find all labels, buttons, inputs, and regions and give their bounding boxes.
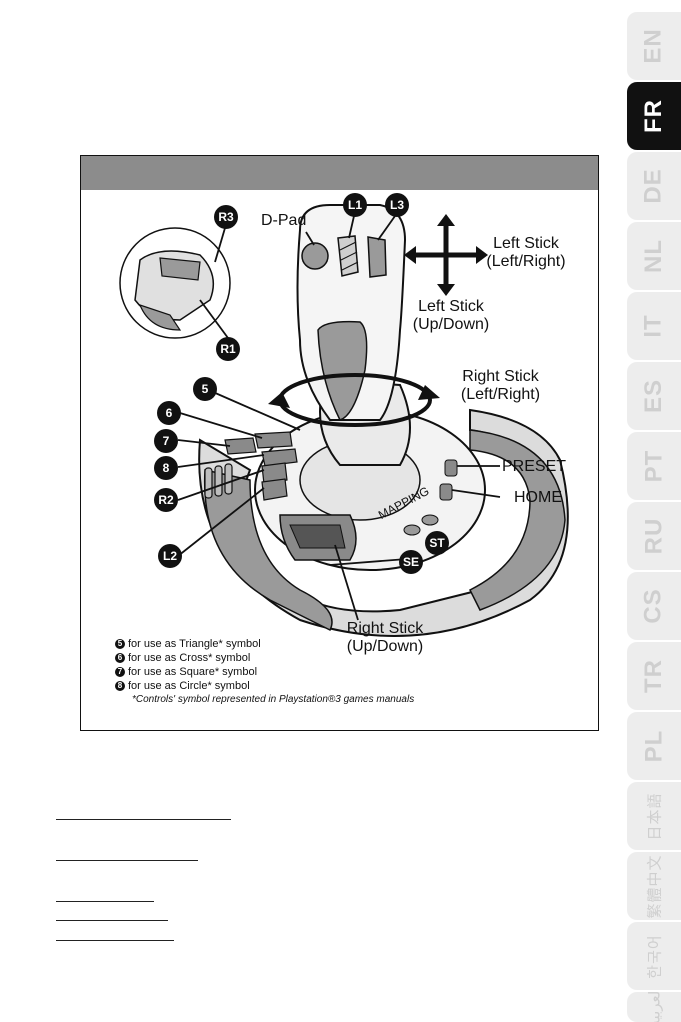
label-dpad: D-Pad <box>261 212 307 229</box>
legend-note: *Controls' symbol represented in Playsta… <box>132 694 415 705</box>
badge-l1: L1 <box>343 193 367 217</box>
tab-lang-10[interactable]: PL <box>627 712 681 780</box>
l3-shape <box>367 236 387 278</box>
tab-lang-7[interactable]: RU <box>627 502 681 570</box>
tab-lang-8[interactable]: CS <box>627 572 681 640</box>
underline-4 <box>56 920 168 921</box>
base-right-panel <box>468 429 566 611</box>
legend-text: for use as Triangle* symbol <box>128 638 261 650</box>
badge-l3: L3 <box>385 193 409 217</box>
tab-lang-13[interactable]: 한국어 <box>627 922 681 990</box>
button-l2-shape <box>261 478 288 501</box>
badge-8: 8 <box>154 456 178 480</box>
badge-r1: R1 <box>216 337 240 361</box>
tab-lang-12[interactable]: 繁體中文 <box>627 852 681 920</box>
tab-lang-3[interactable]: NL <box>627 222 681 290</box>
legend-text: for use as Circle* symbol <box>128 680 250 692</box>
button-8-shape <box>261 448 298 467</box>
legend-num: 6 <box>115 653 125 663</box>
underline-3 <box>56 901 154 902</box>
badge-7: 7 <box>154 429 178 453</box>
underline-1 <box>56 819 231 820</box>
legend-text: for use as Square* symbol <box>128 666 258 678</box>
badge-6: 6 <box>157 401 181 425</box>
grip-front-panel <box>317 320 368 421</box>
tab-lang-9[interactable]: TR <box>627 642 681 710</box>
label-left-stick-ud-line1: Left Stick <box>418 298 484 315</box>
label-left-stick-lr: Left Stick (Left/Right) <box>486 235 566 271</box>
button-6-shape <box>254 431 293 449</box>
label-left-stick-lr-line1: Left Stick <box>493 235 559 252</box>
tab-lang-4[interactable]: IT <box>627 292 681 360</box>
legend-num: 7 <box>115 667 125 677</box>
label-right-stick-ud-line1: Right Stick <box>346 620 424 637</box>
label-home: HOME <box>514 489 562 506</box>
underline-2 <box>56 860 198 861</box>
vent-slots <box>204 463 233 499</box>
badge-5: 5 <box>193 377 217 401</box>
cross-arrow <box>410 220 482 290</box>
badge-st: ST <box>425 531 449 555</box>
home-button-shape <box>439 483 453 501</box>
tab-lang-1[interactable]: FR <box>627 82 681 150</box>
label-left-stick-ud: Left Stick (Up/Down) <box>406 298 496 334</box>
button-7-shape <box>224 437 257 455</box>
tab-lang-5[interactable]: ES <box>627 362 681 430</box>
label-right-stick-lr: Right Stick (Left/Right) <box>458 368 543 404</box>
label-right-stick-ud: Right Stick (Up/Down) <box>340 620 430 656</box>
badge-l2: L2 <box>158 544 182 568</box>
dpad-shape <box>301 242 329 270</box>
legend-num: 8 <box>115 681 125 691</box>
legend-text: for use as Cross* symbol <box>128 652 251 664</box>
tab-lang-14[interactable]: العربية <box>627 992 681 1022</box>
label-right-stick-lr-line1: Right Stick <box>462 368 539 385</box>
button-r2-shape <box>261 462 288 485</box>
label-preset: PRESET <box>502 458 567 475</box>
label-left-stick-ud-line2: (Up/Down) <box>412 316 490 333</box>
tab-lang-6[interactable]: PT <box>627 432 681 500</box>
tab-lang-2[interactable]: DE <box>627 152 681 220</box>
badge-r3: R3 <box>214 205 238 229</box>
label-left-stick-lr-line2: (Left/Right) <box>486 253 566 270</box>
preset-button-shape <box>444 459 458 477</box>
label-right-stick-lr-line2: (Left/Right) <box>460 386 541 403</box>
legend-num: 5 <box>115 639 125 649</box>
badge-r2: R2 <box>154 488 178 512</box>
underline-5 <box>56 940 174 941</box>
badge-se: SE <box>399 550 423 574</box>
tab-lang-0[interactable]: EN <box>627 12 681 80</box>
label-right-stick-ud-line2: (Up/Down) <box>346 638 424 655</box>
diagram-header-bar <box>81 156 598 190</box>
tab-lang-11[interactable]: 日本語 <box>627 782 681 850</box>
